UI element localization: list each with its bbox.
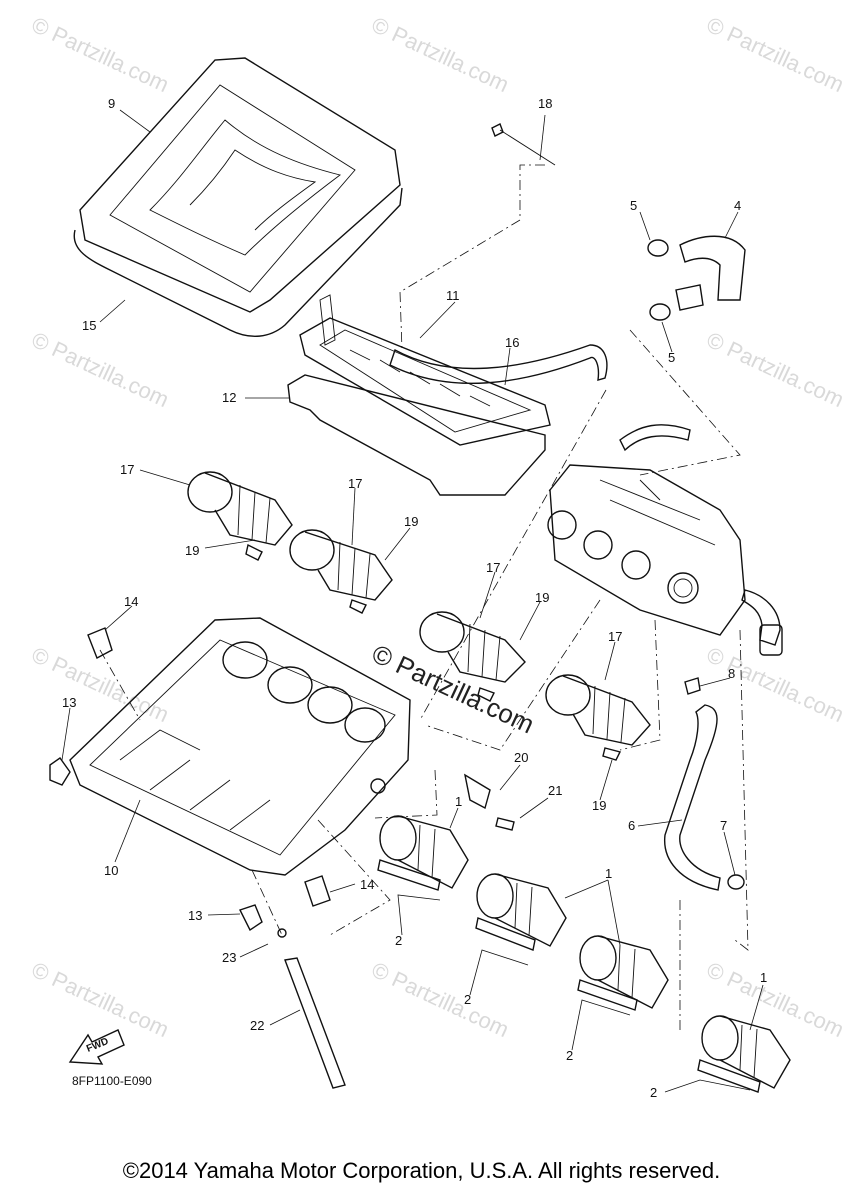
callout-17a: 17: [120, 462, 134, 477]
callout-1b: 1: [605, 866, 612, 881]
callout-16: 16: [505, 335, 519, 350]
callout-21: 21: [548, 783, 562, 798]
watermark-layer: © Partzilla.com © Partzilla.com © Partzi…: [28, 12, 843, 1042]
watermark: © Partzilla.com: [28, 957, 173, 1042]
callout-2d: 2: [650, 1085, 657, 1100]
fwd-arrow-icon: FWD: [68, 1029, 125, 1065]
callout-9: 9: [108, 96, 115, 111]
fwd-label: FWD: [85, 1036, 110, 1055]
callout-17b: 17: [348, 476, 362, 491]
watermark: © Partzilla.com: [28, 642, 173, 727]
watermark: © Partzilla.com: [703, 12, 843, 97]
watermark: © Partzilla.com: [28, 12, 173, 97]
hose-and-clamps: [647, 235, 746, 321]
callout-23: 23: [222, 950, 236, 965]
callout-20: 20: [514, 750, 528, 765]
air-filter-element: [287, 294, 551, 496]
callout-1c: 1: [760, 970, 767, 985]
callout-6: 6: [628, 818, 635, 833]
air-box-case: [69, 617, 411, 876]
callout-11: 11: [446, 288, 460, 303]
copyright-notice: ©2014 Yamaha Motor Corporation, U.S.A. A…: [122, 1158, 721, 1183]
callout-7: 7: [720, 818, 727, 833]
watermark: © Partzilla.com: [28, 327, 173, 412]
callout-4: 4: [734, 198, 741, 213]
dampers-and-clips: [49, 627, 331, 938]
throttle-body-assembly: [547, 424, 783, 656]
air-box-cover: [73, 57, 403, 337]
callout-17c: 17: [486, 560, 500, 575]
callout-22: 22: [250, 1018, 264, 1033]
callout-2a: 2: [395, 933, 402, 948]
callout-labels: 9 15 18 5 4 5 11 16 12 17 19 17 19 17 19…: [62, 96, 767, 1100]
callout-5a: 5: [630, 198, 637, 213]
callout-15: 15: [82, 318, 96, 333]
drawing-code: 8FP1100-E090: [72, 1074, 152, 1088]
sensor-and-bolt: [464, 773, 515, 831]
callout-13a: 13: [62, 695, 76, 710]
callout-19c: 19: [535, 590, 549, 605]
callout-13b: 13: [188, 908, 202, 923]
callout-5b: 5: [668, 350, 675, 365]
leader-lines: [61, 109, 764, 1093]
cable-tie: [491, 123, 556, 166]
watermark: © Partzilla.com: [703, 327, 843, 412]
callout-18: 18: [538, 96, 552, 111]
callout-8: 8: [728, 666, 735, 681]
watermark: © Partzilla.com: [368, 12, 513, 97]
breather-hose: [389, 344, 608, 384]
drain-tube: [284, 957, 346, 1089]
callout-19b: 19: [404, 514, 418, 529]
reference-lines: [99, 164, 749, 1030]
intake-joints: [377, 815, 791, 1093]
callout-19a: 19: [185, 543, 199, 558]
callout-19d: 19: [592, 798, 606, 813]
callout-2c: 2: [566, 1048, 573, 1063]
callout-2b: 2: [464, 992, 471, 1007]
watermark: © Partzilla.com: [368, 957, 513, 1042]
callout-17d: 17: [608, 629, 622, 644]
callout-12: 12: [222, 390, 236, 405]
watermark: © Partzilla.com: [703, 957, 843, 1042]
callout-10: 10: [104, 863, 118, 878]
callout-14a: 14: [124, 594, 138, 609]
intake-funnels: [187, 471, 651, 761]
callout-1a: 1: [455, 794, 462, 809]
callout-14b: 14: [360, 877, 374, 892]
watermark-center: © Partzilla.com: [367, 638, 538, 739]
lower-hose-and-clamp: [664, 677, 745, 891]
